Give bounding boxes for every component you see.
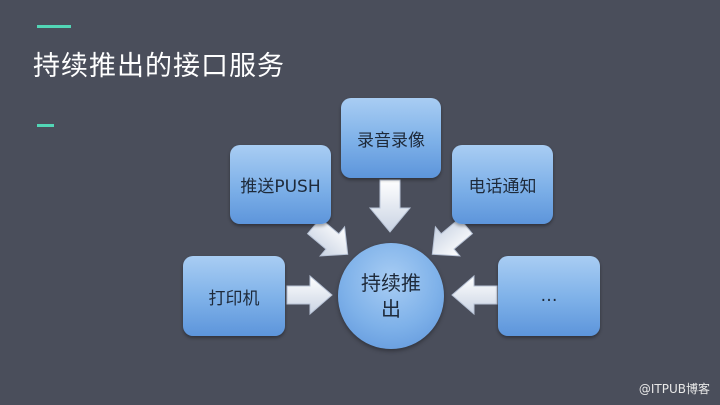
arrow-printer-to-center [286,274,333,316]
title-accent-bar [37,25,71,28]
node-push: 推送PUSH [230,145,331,224]
node-more-label: … [540,286,558,306]
node-record: 录音录像 [341,98,441,178]
node-push-label: 推送PUSH [240,177,321,197]
arrow-record-to-center [368,179,412,233]
node-printer-label: 打印机 [208,288,260,309]
node-record-label: 录音录像 [357,130,425,151]
center-node: 持续推出 [338,243,444,349]
slide-title: 持续推出的接口服务 [33,51,285,82]
arrow-push-to-center [306,217,349,257]
arrow-more-to-center [451,274,498,316]
center-node-label: 持续推出 [361,271,421,321]
node-phone-label: 电话通知 [468,177,537,197]
node-printer: 打印机 [183,256,285,336]
section-accent-bar [37,124,54,127]
node-more: … [498,256,600,336]
node-phone: 电话通知 [452,145,553,224]
watermark: @ITPUB博客 [638,382,710,396]
